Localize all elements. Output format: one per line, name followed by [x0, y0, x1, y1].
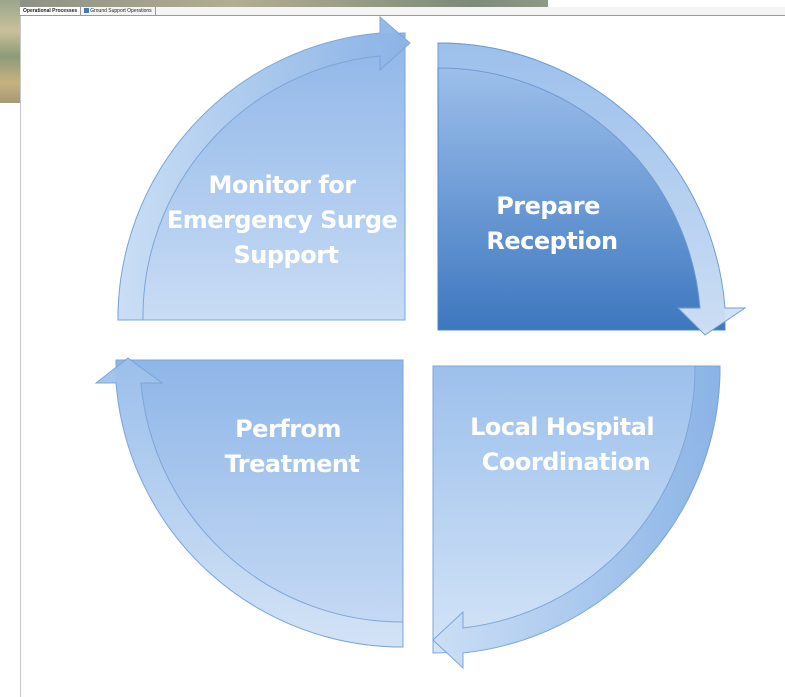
tab-operational-processes[interactable]: Operational Processes — [20, 7, 82, 15]
tab-label: Ground Support Operations — [90, 8, 152, 14]
top-image-strip — [0, 0, 785, 8]
tab-label: Operational Processes — [23, 8, 78, 14]
label-line: Perfrom — [235, 415, 341, 443]
label-line: Monitor for — [209, 171, 357, 199]
tab-strip: Operational Processes Ground Support Oper… — [20, 7, 785, 16]
label-line: Reception — [486, 227, 617, 255]
label-line: Prepare — [496, 192, 600, 220]
left-divider — [20, 14, 21, 697]
arc-arrow-bottom-left — [94, 357, 404, 648]
sheet-icon — [84, 8, 90, 14]
tab-ground-support-operations[interactable]: Ground Support Operations — [81, 7, 156, 15]
quadrant-label-bottom-right: Local Hospital Coordination — [470, 413, 662, 476]
arc-arrow-top-right — [437, 42, 747, 336]
quadrant-label-top-right: Prepare Reception — [486, 192, 617, 255]
arc-arrow-top-left — [117, 15, 411, 321]
label-line: Local Hospital — [470, 413, 654, 441]
quadrant-label-bottom-left: Perfrom Treatment — [225, 415, 360, 478]
label-line: Treatment — [225, 450, 360, 478]
label-line: Emergency Surge — [167, 206, 398, 234]
label-line: Support — [233, 241, 338, 269]
quadrant-label-top-left: Monitor for Emergency Surge Support — [167, 171, 405, 269]
arc-arrow-bottom-right — [432, 365, 721, 670]
label-line: Coordination — [482, 448, 650, 476]
top-strip-blank — [548, 0, 785, 8]
thumbnail-image — [0, 0, 20, 103]
